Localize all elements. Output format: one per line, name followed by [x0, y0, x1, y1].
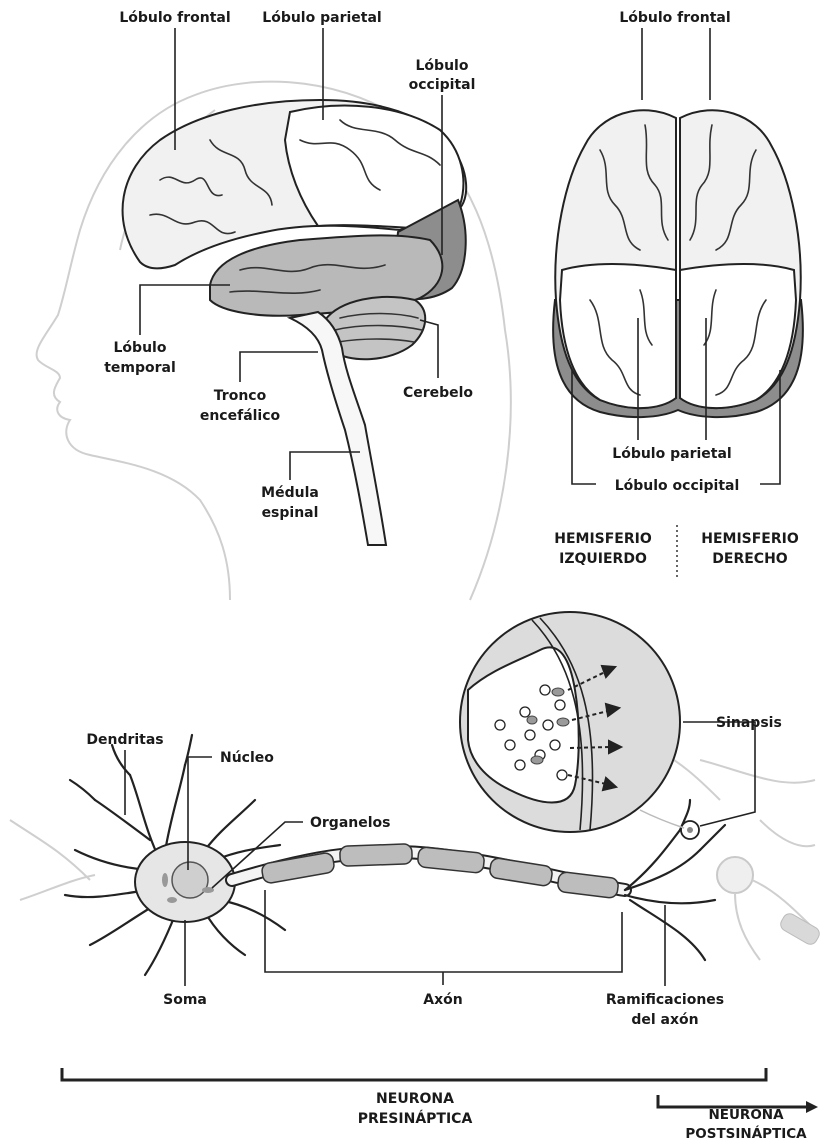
label-spinal-1: Médula: [261, 485, 319, 501]
zoom-connector: [640, 810, 684, 828]
label-temporal-2: temporal: [104, 360, 176, 376]
label-parietal-side: Lóbulo parietal: [262, 10, 381, 26]
nucleus: [172, 862, 208, 898]
postsynaptic-axon: [778, 911, 820, 947]
label-occipital-side-1: Lóbulo: [416, 58, 469, 74]
label-synapse: Sinapsis: [716, 715, 782, 731]
label-dendrites: Dendritas: [86, 732, 163, 748]
vesicle: [515, 760, 525, 770]
myelin-sheath: [261, 844, 619, 899]
label-right-hemi-1: HEMISFERIO: [701, 531, 799, 547]
bracket-presynaptic: [62, 1068, 766, 1080]
label-branches-1: Ramificaciones: [606, 992, 724, 1008]
leader-spinal: [290, 452, 360, 480]
organelle: [162, 873, 168, 887]
vesicle: [495, 720, 505, 730]
label-brainstem-2: encefálico: [200, 408, 281, 424]
vesicle: [520, 707, 530, 717]
myelin-segment: [417, 847, 485, 874]
top-view: Lóbulo frontal Lóbulo parietal Lóbulo oc…: [553, 10, 803, 578]
vesicle: [557, 770, 567, 780]
vesicle-releasing: [552, 688, 564, 696]
vesicle-releasing: [557, 718, 569, 726]
vesicle: [555, 700, 565, 710]
neuron-section: Dendritas Núcleo Organelos Sinapsis Soma…: [10, 612, 820, 1142]
label-occipital-side-2: occipital: [409, 77, 476, 93]
leader-brainstem: [240, 352, 318, 382]
label-axon: Axón: [423, 992, 462, 1008]
myelin-segment: [557, 871, 619, 898]
postsynaptic-soma: [717, 857, 753, 893]
leader-axon: [265, 890, 622, 972]
vesicle: [505, 740, 515, 750]
arrow-postsynaptic: [658, 1095, 808, 1107]
label-organelles: Organelos: [310, 815, 391, 831]
label-cerebellum: Cerebelo: [403, 385, 473, 401]
vesicle: [540, 685, 550, 695]
label-occipital-top: Lóbulo occipital: [615, 478, 740, 494]
label-frontal-side: Lóbulo frontal: [119, 10, 230, 26]
label-postsynaptic-2: POSTSINÁPTICA: [685, 1125, 807, 1142]
vesicle: [543, 720, 553, 730]
label-postsynaptic-1: NEURONA: [708, 1107, 784, 1123]
label-presynaptic-2: PRESINÁPTICA: [358, 1110, 473, 1127]
label-temporal-1: Lóbulo: [114, 340, 167, 356]
parietal-lobe-region: [285, 106, 463, 228]
organelle: [167, 897, 177, 903]
label-frontal-top: Lóbulo frontal: [619, 10, 730, 26]
label-right-hemi-2: DERECHO: [712, 551, 788, 567]
label-brainstem-1: Tronco: [214, 388, 267, 404]
side-view: Lóbulo frontal Lóbulo parietal Lóbulo oc…: [37, 10, 511, 600]
vesicle: [550, 740, 560, 750]
label-nucleus: Núcleo: [220, 750, 274, 766]
label-left-hemi-1: HEMISFERIO: [554, 531, 652, 547]
myelin-segment: [489, 857, 553, 886]
label-spinal-2: espinal: [262, 505, 319, 521]
vesicle-releasing: [531, 756, 543, 764]
vesicle: [525, 730, 535, 740]
vesicle-releasing: [527, 716, 537, 724]
label-branches-2: del axón: [631, 1012, 698, 1028]
myelin-segment: [340, 844, 413, 867]
label-presynaptic-1: NEURONA: [376, 1091, 454, 1107]
label-left-hemi-2: IZQUIERDO: [559, 551, 647, 567]
label-soma: Soma: [163, 992, 207, 1008]
label-parietal-top: Lóbulo parietal: [612, 446, 731, 462]
